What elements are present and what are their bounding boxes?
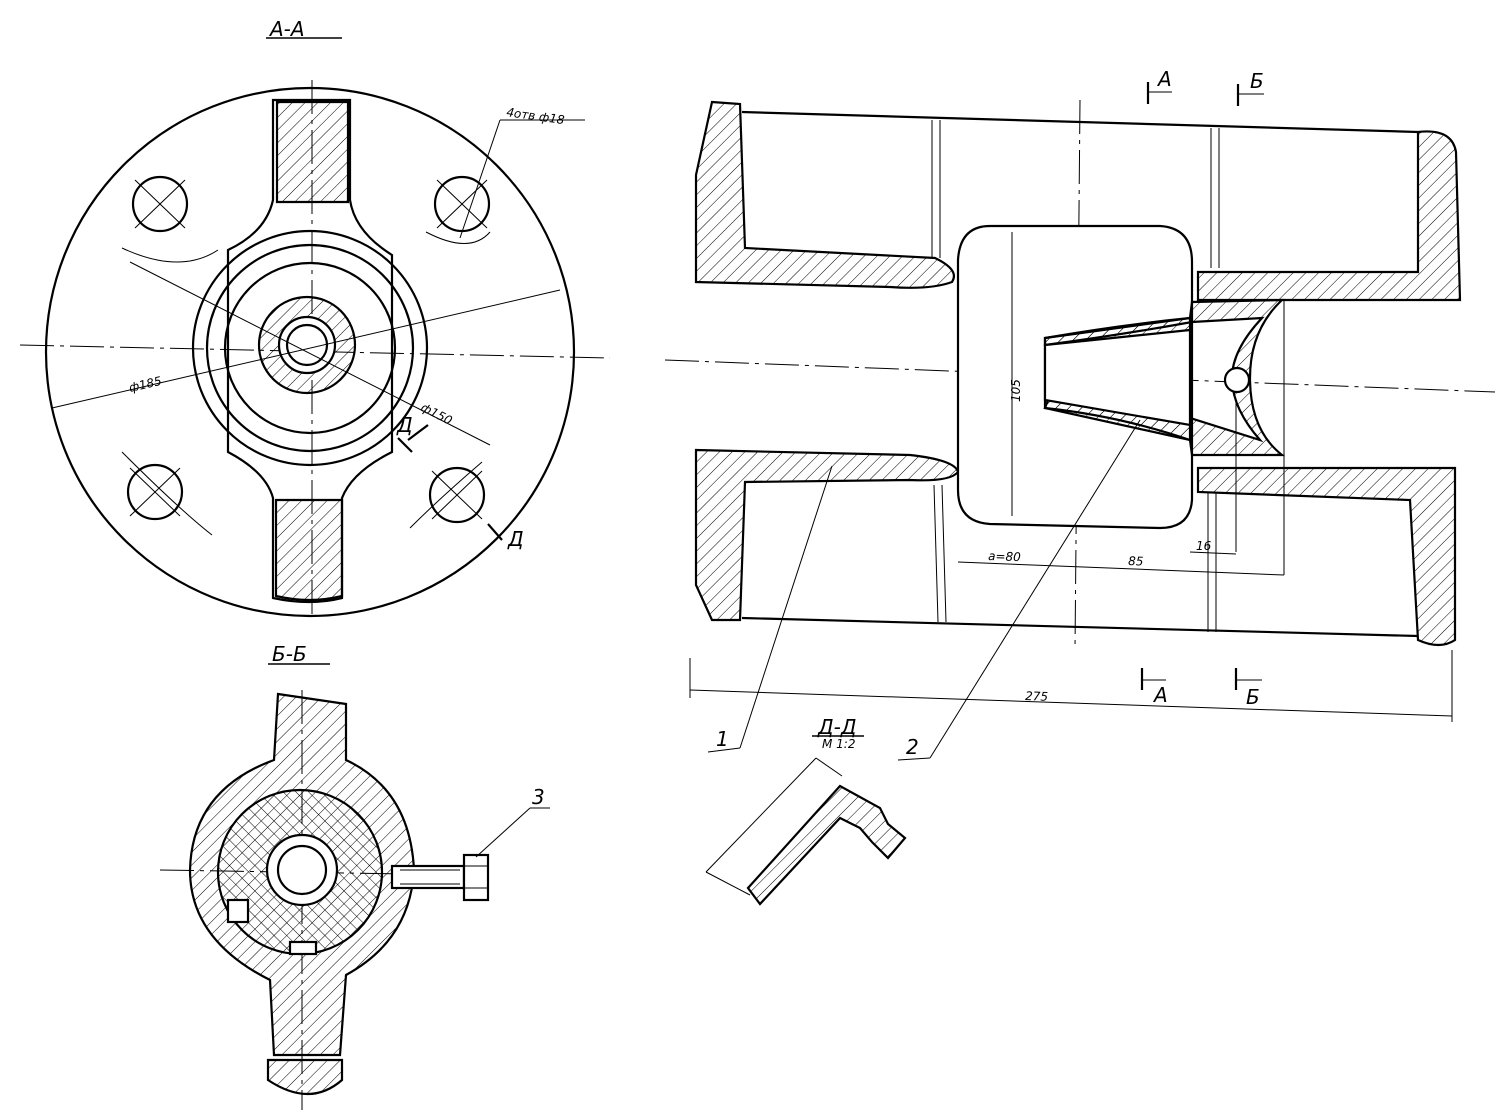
dim-16-label: 16 xyxy=(1196,539,1212,553)
section-bb-view: Б-Б 3 xyxy=(159,642,550,1110)
rib-bottom-hatch xyxy=(274,498,344,602)
callout-3-number: 3 xyxy=(532,785,545,809)
bolt-circle-arc-1 xyxy=(121,247,219,263)
bolt-hole-bottom-right xyxy=(428,466,486,524)
cut-b-top-mark: Б xyxy=(1250,69,1264,93)
dim-line-150 xyxy=(129,261,491,446)
dd-dim-ext-1 xyxy=(705,871,751,896)
bb-bore-inner xyxy=(276,844,328,896)
section-bb-title: Б-Б xyxy=(272,642,307,666)
dd-dim-ext-2 xyxy=(815,757,843,777)
section-aa-title: А-А xyxy=(268,17,305,41)
bolt-3 xyxy=(390,853,490,902)
dim-a80-label: a=80 xyxy=(988,549,1022,564)
callout-1-number: 1 xyxy=(716,727,729,751)
section-d-mark-bottom: Д xyxy=(507,527,524,551)
bb-key-slot xyxy=(288,940,318,956)
section-dd-title: Д-Д xyxy=(817,715,856,739)
thread-line-bottom-left-2 xyxy=(941,484,947,623)
dim-105-label: 105 xyxy=(1009,379,1023,402)
dim-line-holes xyxy=(459,119,501,239)
dim-275-line xyxy=(689,689,1453,717)
cut-b-bottom-mark: Б xyxy=(1246,685,1260,709)
section-dd-scale: М 1:2 xyxy=(822,737,855,751)
bolt-circle-arc-3 xyxy=(121,451,213,536)
thread-line-bottom-left-1 xyxy=(933,484,939,623)
section-d-arrow-bottom xyxy=(487,523,503,541)
section-aa-view: А-А xyxy=(19,17,611,620)
right-flange-top xyxy=(1196,130,1462,302)
bolt-hole-top-right xyxy=(433,175,491,233)
dim-line-185 xyxy=(51,289,561,409)
dim-holes-label: 4отв ф18 xyxy=(506,105,566,127)
left-flange-bottom xyxy=(694,448,960,622)
callout-1-leader xyxy=(739,465,833,749)
aa-horizontal-axis xyxy=(19,344,611,359)
hub-circle-outer xyxy=(191,229,429,467)
bolt-circle-arc-2 xyxy=(425,231,491,244)
cut-a-top-mark: А xyxy=(1156,67,1172,91)
dim-16-line xyxy=(1189,551,1237,555)
section-d-mark-top: Д xyxy=(396,413,413,437)
bolt-hole-top-left xyxy=(131,175,189,233)
cut-a-bottom-mark: А xyxy=(1152,683,1168,707)
hub-circle-2 xyxy=(205,243,415,453)
body-top-line xyxy=(741,110,1419,134)
callout-2-leader xyxy=(929,419,1141,759)
dim-150-label: ф150 xyxy=(419,400,455,428)
flange-outer-circle xyxy=(44,86,576,618)
dim-a80-85-line xyxy=(957,561,1285,576)
body-bottom-line xyxy=(741,616,1419,638)
hub-circle-3 xyxy=(223,261,397,435)
section-d-arrow-top-end xyxy=(397,437,413,453)
bb-stem-end xyxy=(266,1058,344,1096)
left-flange-top xyxy=(694,100,956,289)
bolt-circle-arc-4 xyxy=(409,461,483,529)
callout-1-shelf xyxy=(707,747,741,753)
bb-side-slot xyxy=(226,898,250,924)
callout-3-leader xyxy=(475,807,531,858)
section-d-arrow-top xyxy=(407,424,429,441)
dim-185-label: ф185 xyxy=(128,374,163,395)
pin-hole xyxy=(1223,366,1251,394)
main-section-view: 105 a=80 85 16 275 А Б А Б 1 2 xyxy=(664,67,1496,761)
rib-top-hatch xyxy=(275,100,350,204)
rib-outline xyxy=(226,98,394,604)
hub-bore-inner xyxy=(285,323,329,367)
dd-profile-hatch xyxy=(746,784,907,906)
callout-2-shelf xyxy=(897,757,931,761)
tapered-bore xyxy=(1043,328,1192,427)
right-flange-bottom xyxy=(1196,466,1457,647)
dim-275-label: 275 xyxy=(1025,689,1048,704)
dd-dim-line xyxy=(705,757,817,873)
bolt-hole-bottom-left xyxy=(126,463,184,521)
dim-85-label: 85 xyxy=(1128,554,1144,569)
callout-2-number: 2 xyxy=(906,735,919,759)
section-dd-view: Д-Д М 1:2 xyxy=(705,715,907,906)
